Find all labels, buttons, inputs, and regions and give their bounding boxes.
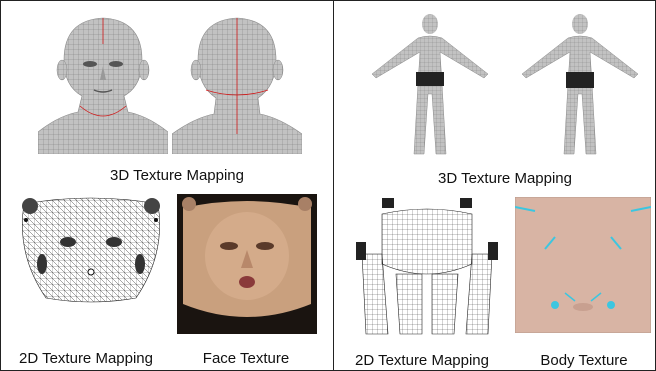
head-front-render [38,14,168,154]
left-3d-caption: 3D Texture Mapping [102,167,252,184]
body-uv-mesh [352,194,502,339]
body-front-render [360,14,500,164]
right-3d-caption: 3D Texture Mapping [430,170,580,187]
head-back-render [172,14,302,154]
face-texture-caption: Face Texture [190,350,302,367]
face-texture-image [177,194,317,334]
body-texture-caption: Body Texture [526,352,642,369]
left-2d-caption: 2D Texture Mapping [12,350,160,367]
body-texture-image [515,197,651,333]
body-back-render [510,14,650,164]
panel-divider [333,0,334,371]
face-uv-mesh [16,194,166,304]
right-2d-caption: 2D Texture Mapping [348,352,496,369]
